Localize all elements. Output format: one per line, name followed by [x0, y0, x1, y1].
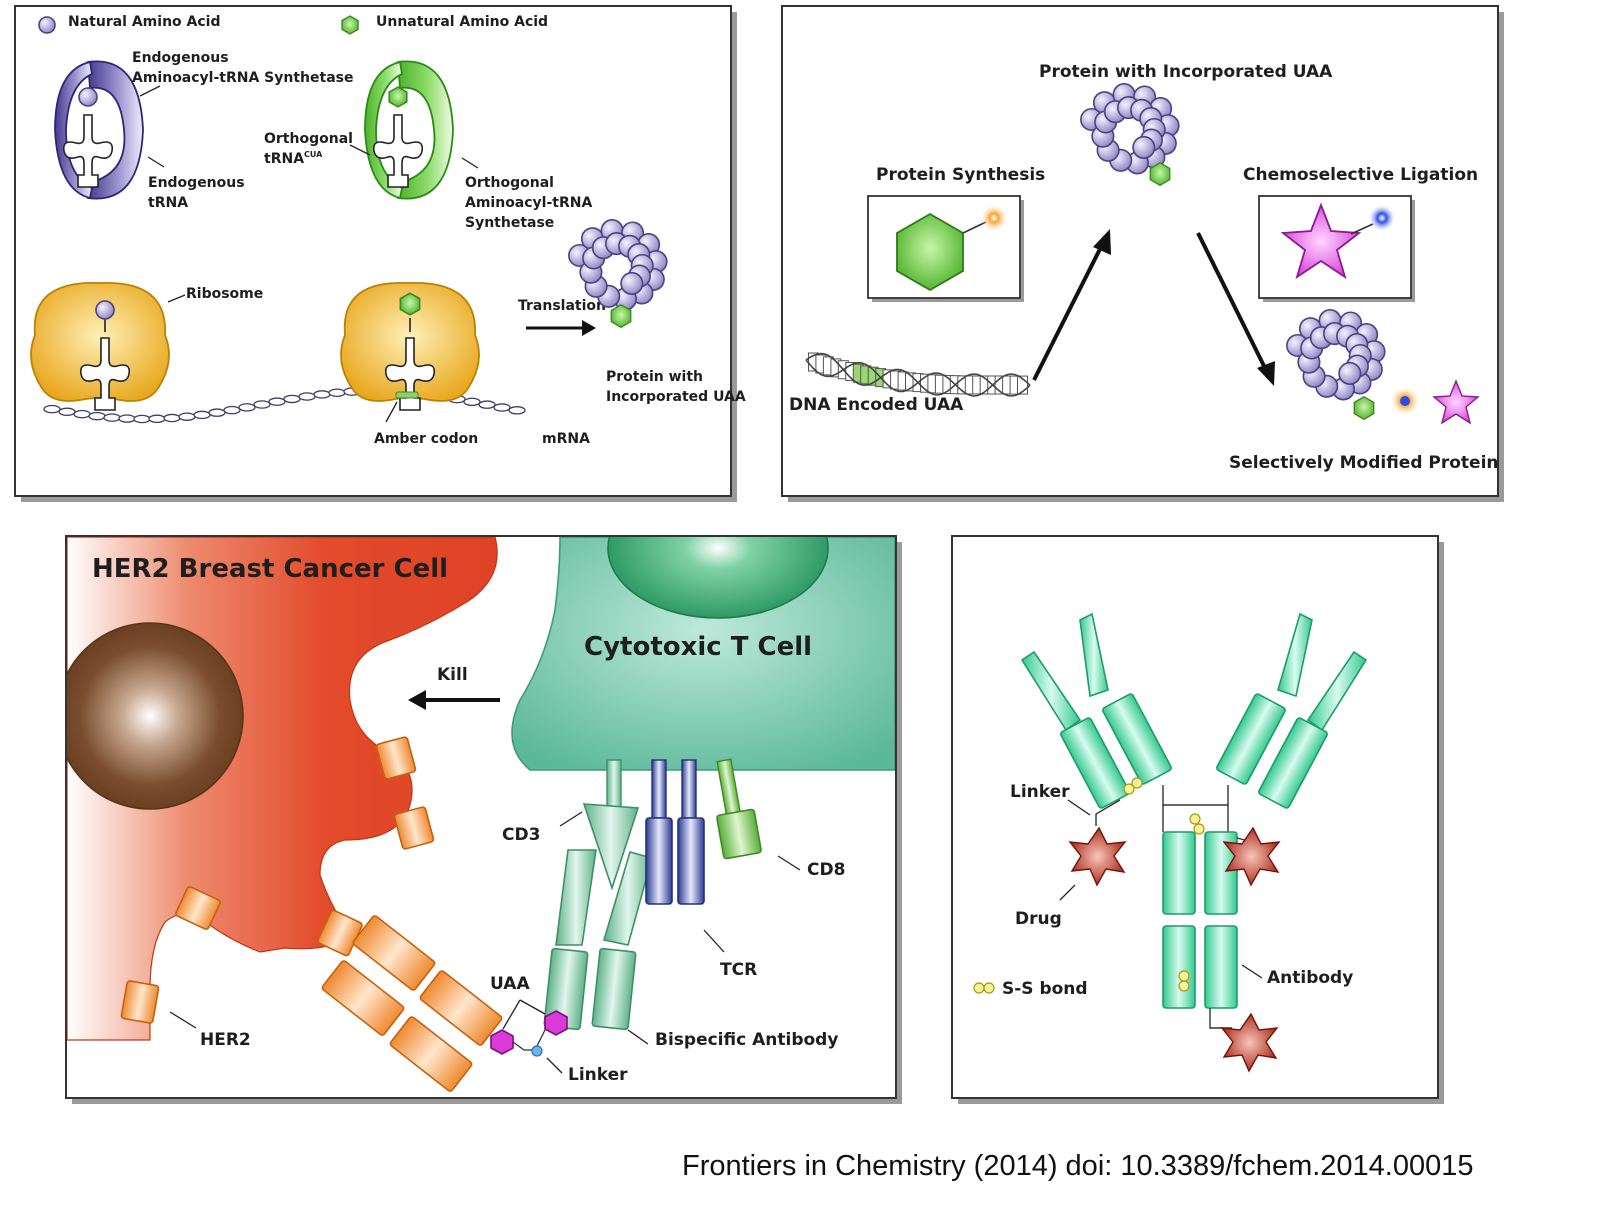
tcr-receptor [645, 759, 705, 905]
t-cell-label: Cytotoxic T Cell [584, 632, 812, 662]
alkyne-glow [1369, 205, 1395, 231]
bispecific-label: Bispecific Antibody [655, 1030, 838, 1050]
mrna-label: mRNA [542, 431, 590, 447]
selectively-modified-protein [1286, 309, 1386, 421]
orthogonal-synthetase-label-2: Aminoacyl-tRNA [465, 195, 592, 211]
cd8-receptor [716, 758, 762, 860]
antibody-right-fab [1216, 612, 1368, 809]
ribosome-1 [30, 282, 170, 411]
drug-label: Drug [1015, 909, 1062, 929]
cd8-label: CD8 [807, 860, 845, 880]
protein-with-uaa-b [1080, 83, 1180, 187]
uaa-hexagon-her2 [490, 1029, 514, 1055]
anti-her2-arm [321, 915, 503, 1092]
endogenous-trna-label-1: Endogenous [148, 175, 245, 191]
azide-glow [981, 205, 1007, 231]
antibody-label: Antibody [1267, 968, 1353, 988]
translation-label: Translation [518, 298, 606, 314]
drug-payloads [1068, 799, 1281, 1073]
modified-protein-label: Selectively Modified Protein [1229, 453, 1499, 473]
citation-text: Frontiers in Chemistry (2014) doi: 10.33… [682, 1150, 1474, 1182]
ribosome-label: Ribosome [186, 286, 263, 302]
synthesis-arrow [1032, 229, 1111, 381]
endogenous-synthetase-label-2: Aminoacyl-tRNA Synthetase [132, 70, 353, 86]
antibody-fc [1162, 831, 1238, 1009]
natural-aa-on-trna [78, 87, 98, 107]
disulfide-bonds [1123, 777, 1205, 992]
natural-amino-acid-icon [38, 16, 56, 34]
ss-bond-label: S-S bond [1002, 979, 1088, 999]
protein-title-label: Protein with Incorporated UAA [1039, 62, 1333, 82]
kill-label: Kill [437, 665, 468, 685]
cd3-label: CD3 [502, 825, 540, 845]
cd3-receptor [582, 759, 640, 891]
antibody-left-fab [1020, 612, 1172, 809]
endogenous-synthetase-label-1: Endogenous [132, 50, 229, 66]
kill-arrow [408, 690, 500, 710]
ribosome-2 [340, 282, 480, 411]
uaa-label: UAA [490, 974, 530, 994]
ligation-arrow [1196, 232, 1275, 386]
panel-b-chemoselective-ligation: Protein with Incorporated UAA Protein Sy… [781, 5, 1504, 502]
panel-d-antibody-drug-conjugate: Linker Drug S-S bond Antibody [951, 535, 1444, 1104]
panel-c-bispecific-antibody: HER2 Breast Cancer Cell Cytotoxic T Cell… [65, 535, 902, 1104]
protein-synthesis-label: Protein Synthesis [876, 165, 1045, 185]
linker-label-d: Linker [1010, 782, 1070, 802]
chemoselective-ligation-label: Chemoselective Ligation [1243, 165, 1478, 185]
endogenous-synthetase [54, 60, 144, 200]
amber-codon-label: Amber codon [374, 431, 478, 447]
ss-bond-legend-icon [973, 982, 985, 994]
t-cell-nucleus [607, 537, 829, 619]
unnatural-amino-acid-icon [341, 15, 359, 35]
probe-star [1280, 202, 1362, 280]
her2-label: HER2 [200, 1030, 251, 1050]
dna-encoded-label: DNA Encoded UAA [789, 395, 964, 415]
translation-arrow [526, 320, 596, 336]
cancer-nucleus [67, 622, 244, 810]
uaa-hexagon-cd3 [544, 1010, 568, 1036]
legend-natural-label: Natural Amino Acid [68, 14, 220, 30]
orthogonal-synthetase [364, 60, 454, 200]
her2-receptors [120, 736, 435, 1024]
unnatural-aa-on-trna [388, 86, 408, 108]
tcr-label: TCR [720, 960, 757, 980]
cancer-cell-label: HER2 Breast Cancer Cell [92, 554, 448, 584]
protein-with-uaa-a [568, 219, 668, 329]
orthogonal-trna-label-2: tRNACUA [264, 150, 323, 167]
protein-label-2: Incorporated UAA [606, 389, 746, 405]
protein-label-1: Protein with [606, 369, 703, 385]
linker-dot [531, 1045, 543, 1057]
orthogonal-synthetase-label-3: Synthetase [465, 215, 554, 231]
linker-label-c: Linker [568, 1065, 628, 1085]
panel-a-orthogonal-translation: Natural Amino Acid Unnatural Amino Acid … [14, 5, 746, 502]
orthogonal-synthetase-label-1: Orthogonal [465, 175, 554, 191]
dna-helix [805, 352, 1031, 397]
orthogonal-trna-label-1: Orthogonal [264, 131, 353, 147]
legend-unnatural-label: Unnatural Amino Acid [376, 14, 548, 30]
anti-cd3-arm [543, 849, 653, 1031]
endogenous-trna-label-2: tRNA [148, 195, 188, 211]
